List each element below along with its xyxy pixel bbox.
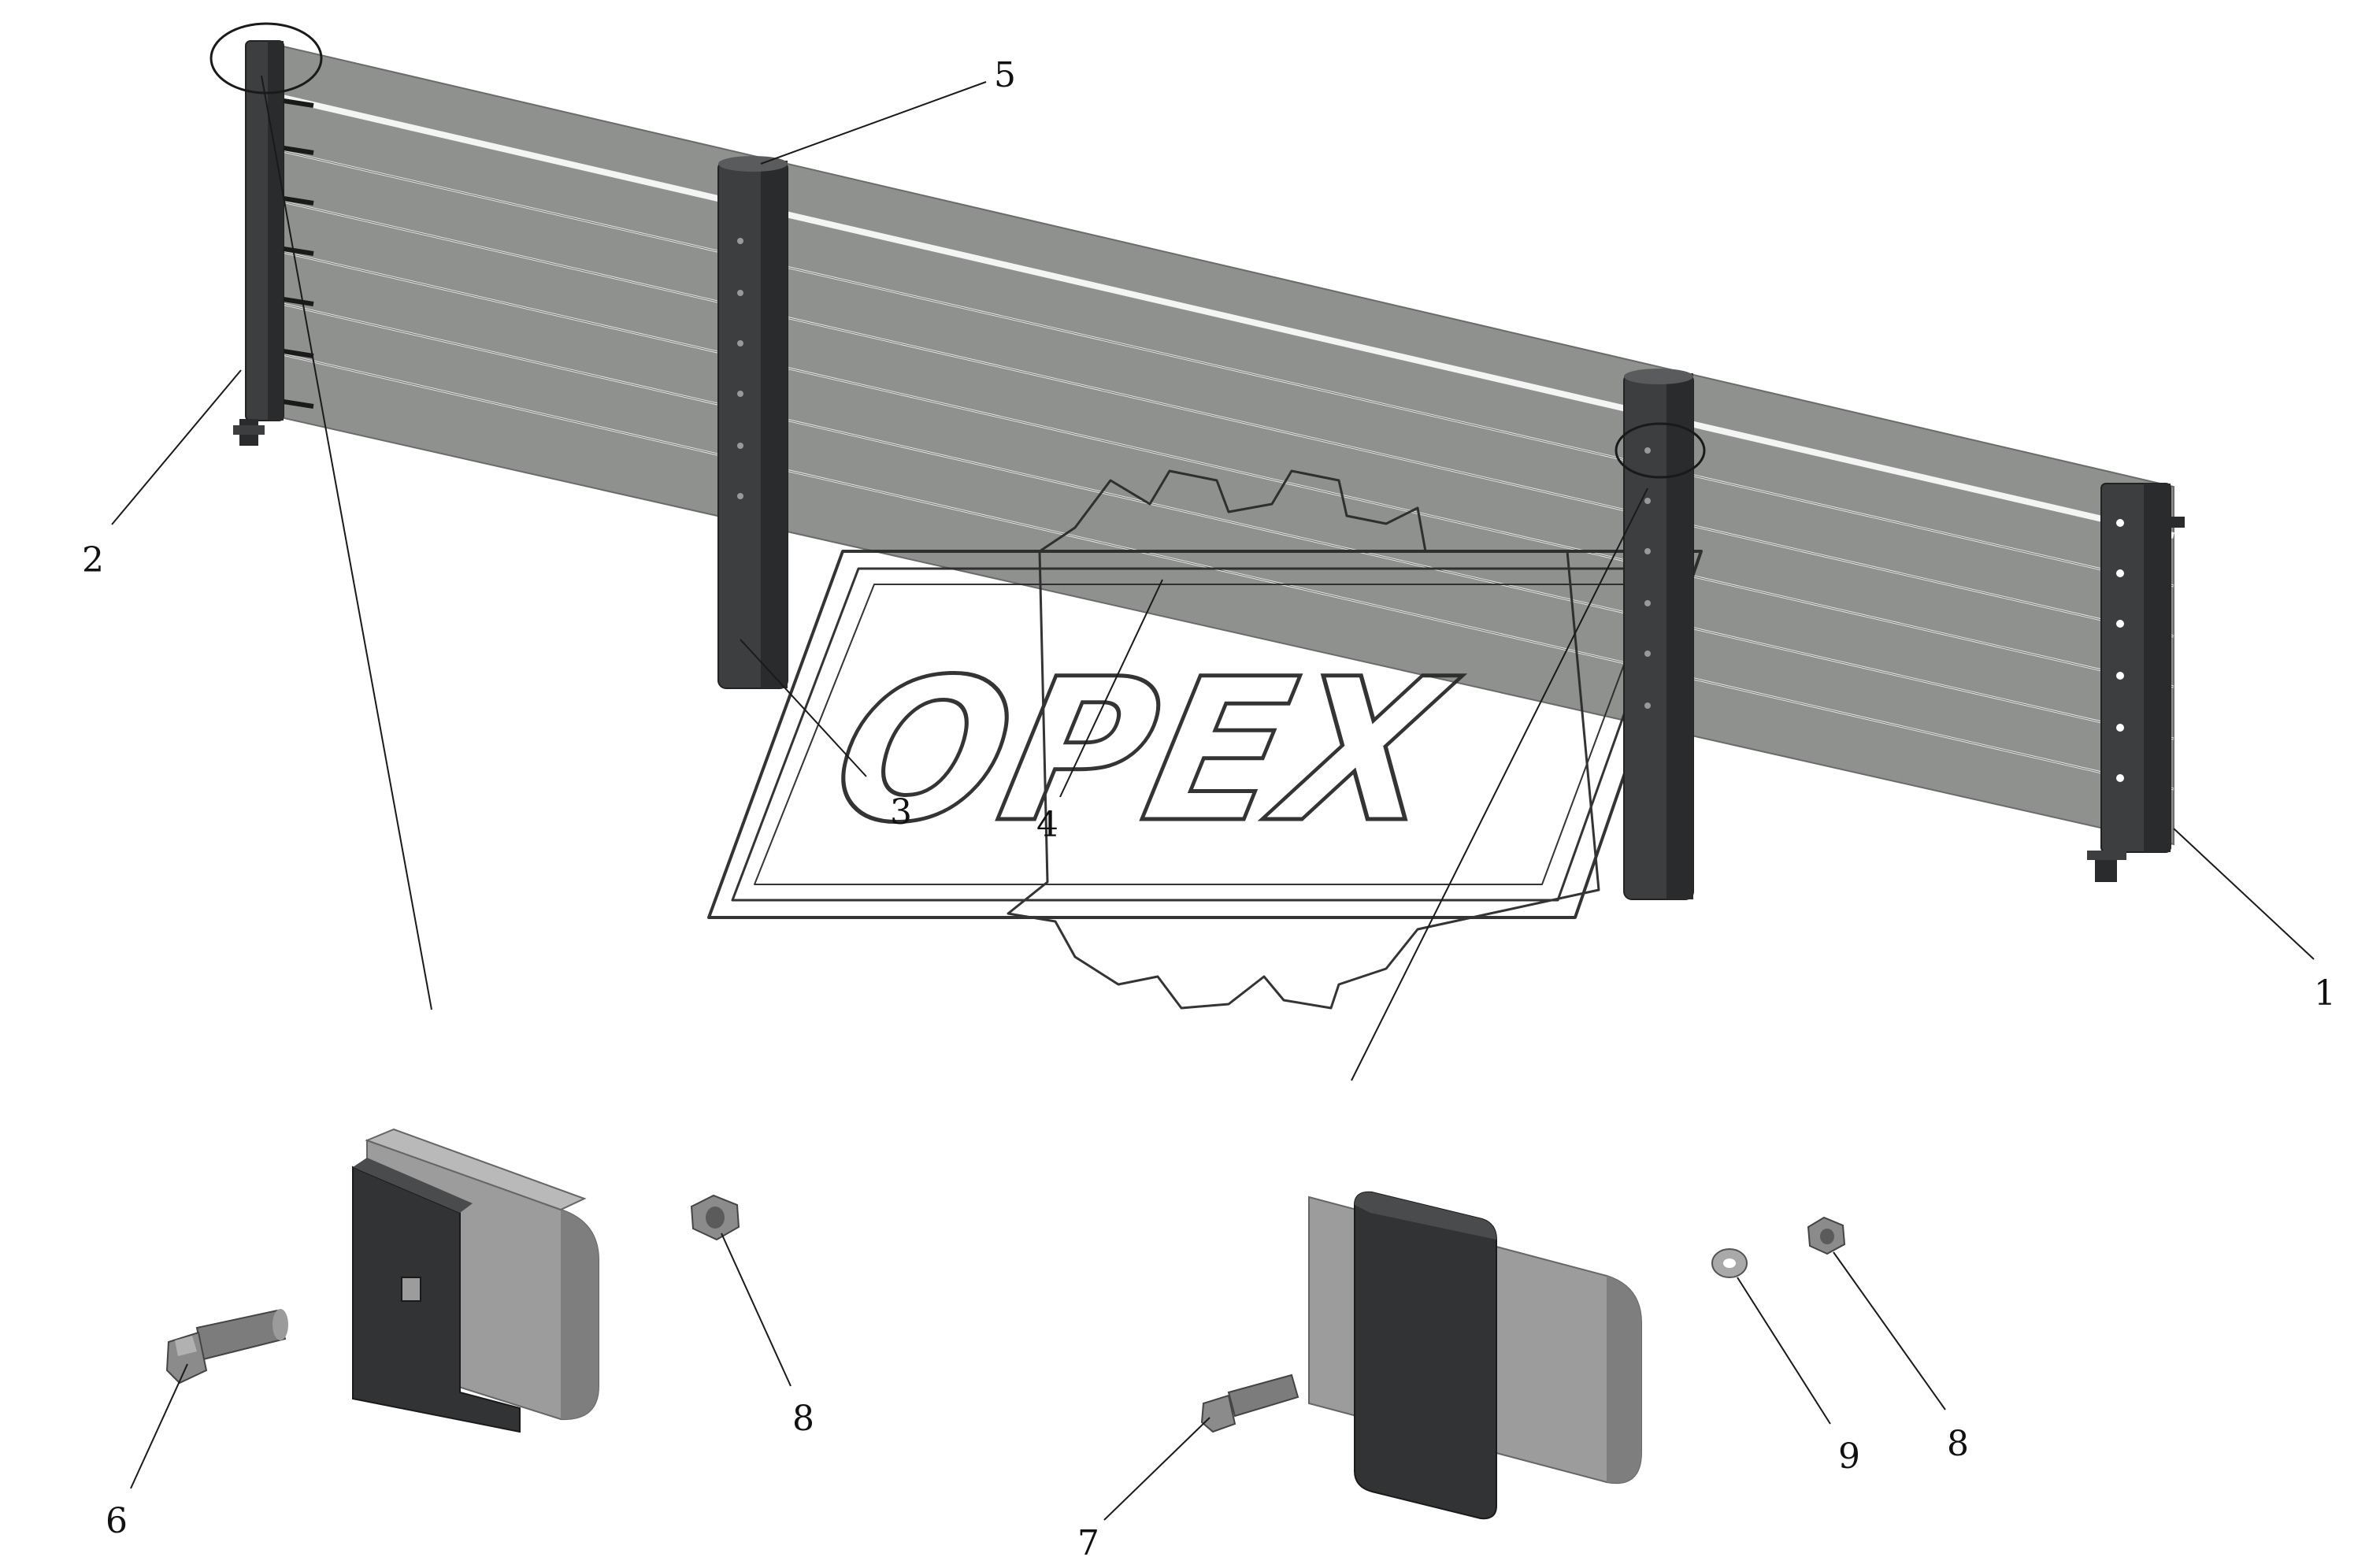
callout-labels: 1 2 3 4 5 6 7 8 8 9 (82, 55, 2336, 1563)
watermark-logo: OPEX (707, 469, 1703, 1010)
callout-6: 6 (106, 1501, 128, 1541)
detail-circle-right (1615, 422, 1706, 479)
intermediate-post-right (1623, 369, 1694, 900)
leader-lines (111, 75, 2315, 1521)
callout-2: 2 (82, 540, 104, 580)
callout-7: 7 (1077, 1523, 1099, 1563)
end-post-right (2087, 483, 2185, 882)
callout-1: 1 (2314, 973, 2336, 1014)
bolt-6 (165, 1309, 288, 1385)
nut-8-right (1807, 1216, 1846, 1255)
watermark-text: OPEX (816, 636, 1471, 866)
bolt-7 (1200, 1373, 1299, 1433)
callout-9: 9 (1838, 1436, 1860, 1477)
nut-8-left (690, 1194, 740, 1241)
callout-5: 5 (994, 55, 1016, 95)
callout-8-right: 8 (1947, 1424, 1969, 1464)
callout-3: 3 (890, 792, 912, 832)
detail-assembly-left (165, 1128, 740, 1433)
washer-9 (1711, 1248, 1748, 1278)
callout-8-left: 8 (792, 1399, 814, 1439)
intermediate-post-left (717, 156, 788, 689)
detail-assembly-right (1200, 1191, 1846, 1520)
callout-4: 4 (1036, 805, 1058, 845)
detail-circle-left (209, 22, 323, 95)
